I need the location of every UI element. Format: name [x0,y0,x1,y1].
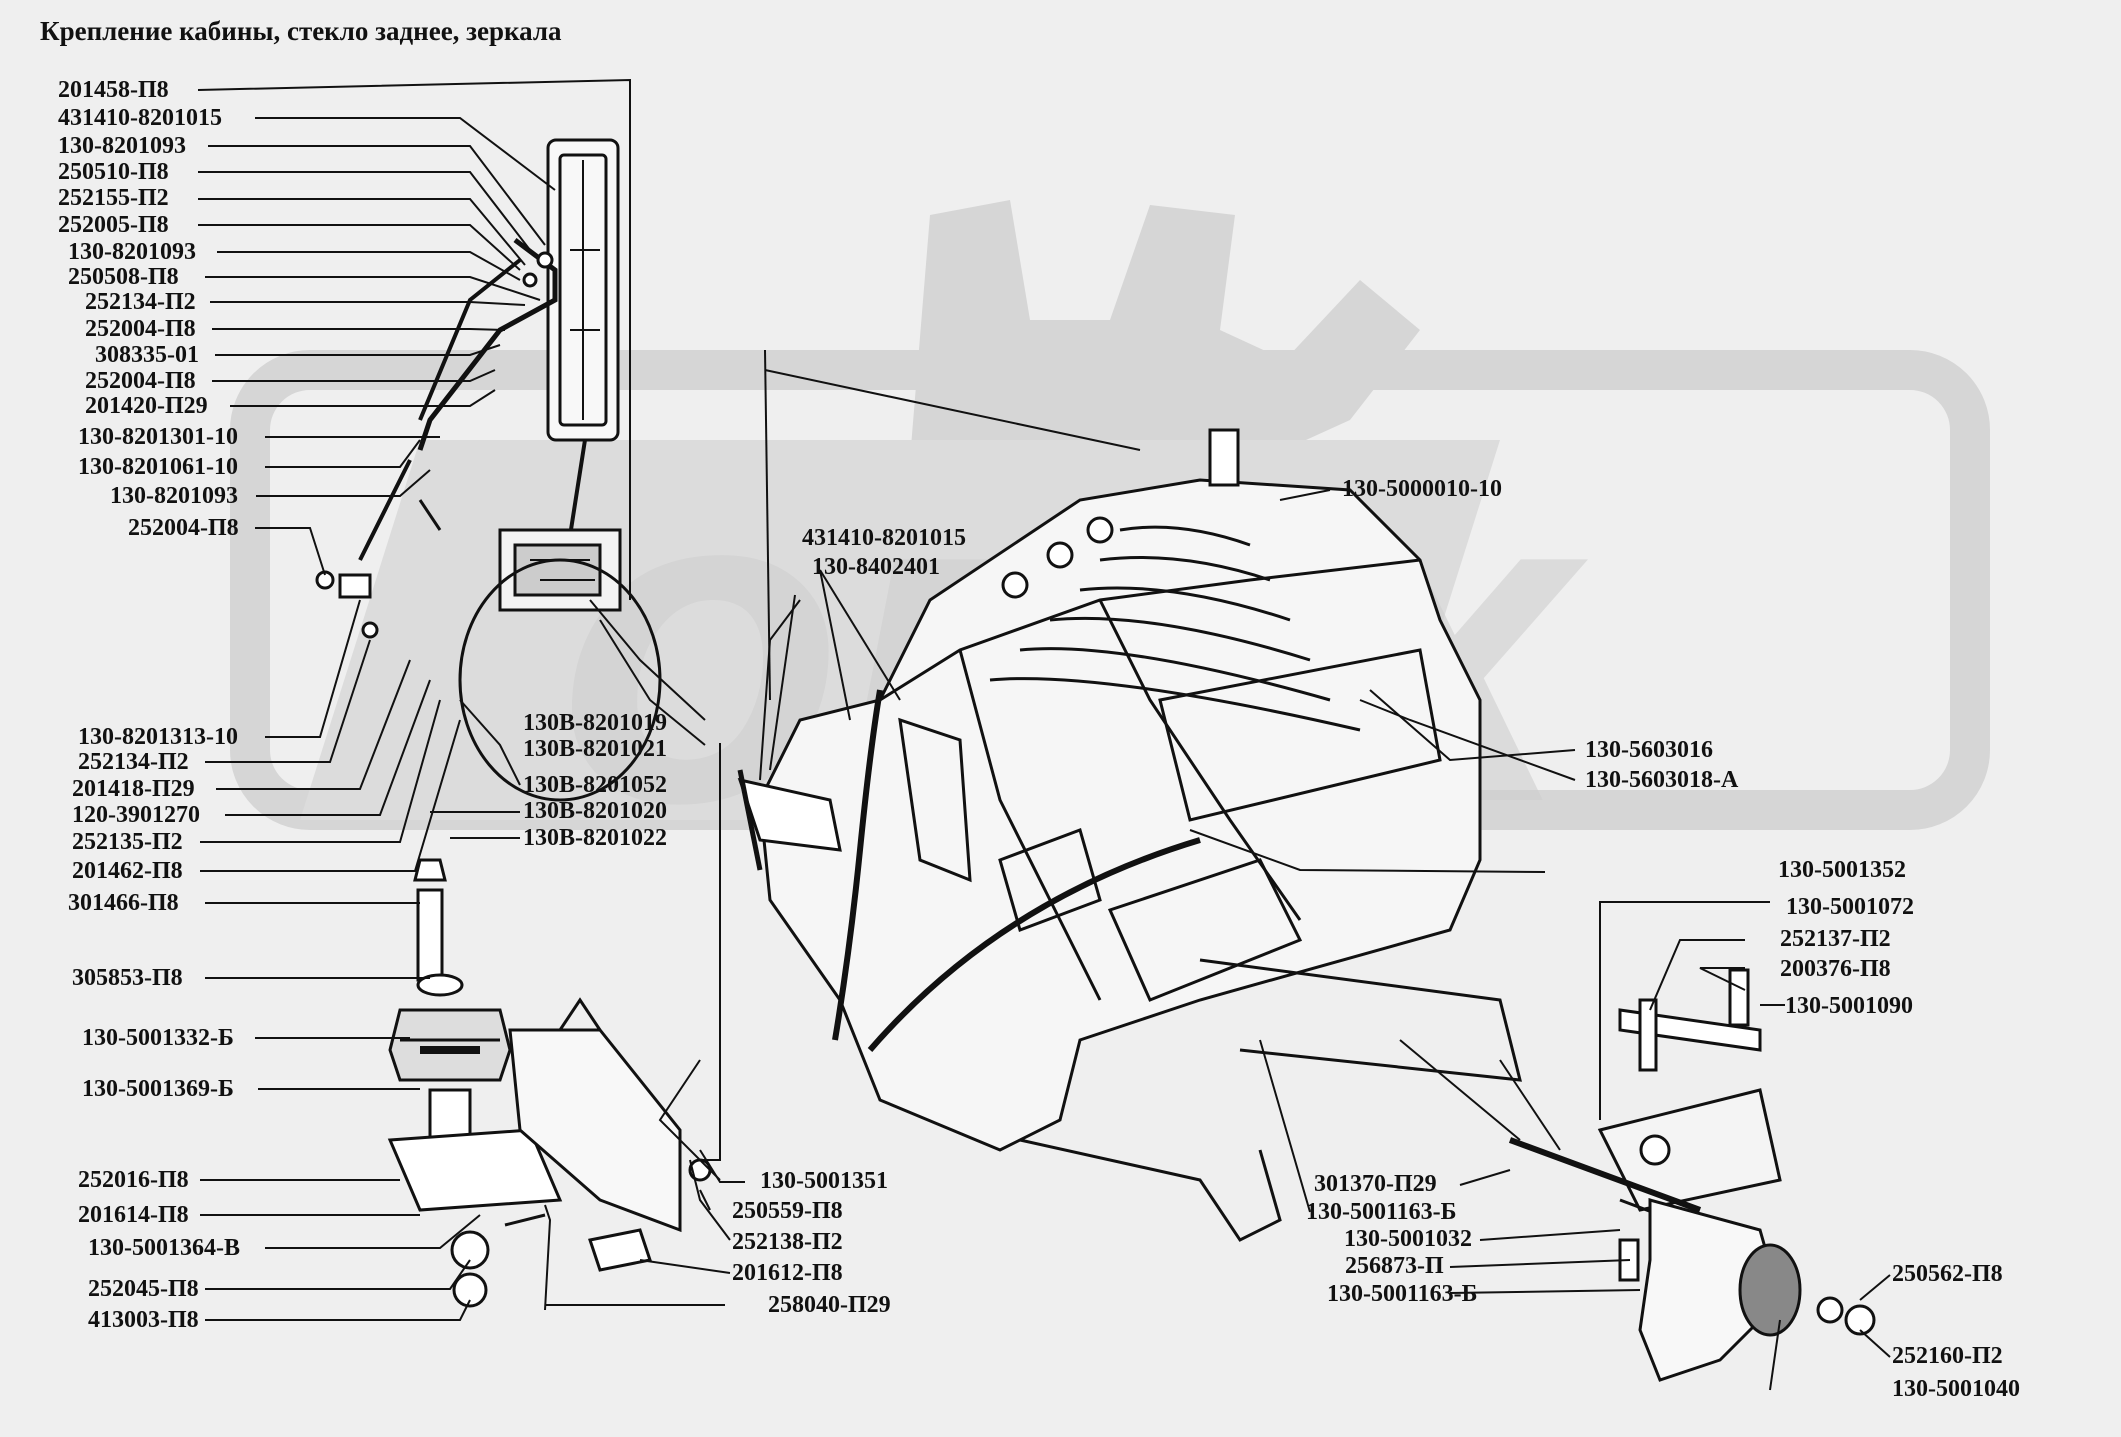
part-label: 130-8201093 [110,483,238,509]
part-label: 130-5001369-Б [82,1076,234,1102]
part-label: 201612-П8 [732,1260,843,1286]
part-label: 252004-П8 [128,515,239,541]
part-label: 130В-8201021 [523,736,667,762]
part-label: 130-8201061-10 [78,454,238,480]
part-label: 301370-П29 [1314,1171,1437,1197]
part-label: 130В-8201020 [523,798,667,824]
part-label: 301466-П8 [68,890,179,916]
seal-detail [458,528,662,802]
part-label: 252135-П2 [72,829,183,855]
part-label: 252004-П8 [85,368,196,394]
part-label: 201614-П8 [78,1202,189,1228]
part-label: 252134-П2 [85,289,196,315]
part-label: 252016-П8 [78,1167,189,1193]
cab-body [737,428,1522,1242]
part-label: 201462-П8 [72,858,183,884]
part-label: 130-5001163-Б [1327,1281,1478,1307]
part-label: 130-5001163-Б [1306,1199,1457,1225]
part-label: 252160-П2 [1892,1343,2003,1369]
part-label: 200376-П8 [1780,956,1891,982]
part-label: 308335-01 [95,342,199,368]
part-label: 130-8201301-10 [78,424,238,450]
part-label: 250559-П8 [732,1198,843,1224]
part-label: 252137-П2 [1780,926,1891,952]
part-label: 252045-П8 [88,1276,199,1302]
part-label: 258040-П29 [768,1292,891,1318]
part-label: 130-5603016 [1585,737,1713,763]
mirror-assembly [315,138,620,639]
part-label: 130-8201093 [58,133,186,159]
front-mount [387,858,712,1308]
part-label: 130В-8201019 [523,710,667,736]
part-label: 130-5001332-Б [82,1025,234,1051]
part-label: 130-5001032 [1344,1226,1472,1252]
rear-mount [1508,968,1876,1382]
part-label: 256873-П [1345,1253,1444,1279]
leader-lines [197,78,1891,1391]
part-label: 252134-П2 [78,749,189,775]
part-label: 130-5001352 [1778,857,1906,883]
part-label: 431410-8201015 [802,525,966,551]
part-label: 250510-П8 [58,159,169,185]
part-label: 252005-П8 [58,212,169,238]
part-label: 130-5001072 [1786,894,1914,920]
part-label: 130В-8201022 [523,825,667,851]
part-label: 413003-П8 [88,1307,199,1333]
part-label: 130-5001040 [1892,1376,2020,1402]
part-label: 252004-П8 [85,316,196,342]
part-label: 252155-П2 [58,185,169,211]
part-label: 130-5001364-В [88,1235,240,1261]
part-label: 130В-8201052 [523,772,667,798]
part-label: 201458-П8 [58,77,169,103]
part-label: 130-8402401 [812,554,940,580]
part-label: 305853-П8 [72,965,183,991]
part-label: 130-5001090 [1785,993,1913,1019]
part-label: 130-5603018-А [1585,767,1739,793]
part-label: 130-5001351 [760,1168,888,1194]
part-label: 201420-П29 [85,393,208,419]
part-label: 130-5000010-10 [1342,476,1502,502]
part-label: 130-8201313-10 [78,724,238,750]
part-label: 431410-8201015 [58,105,222,131]
part-label: 130-8201093 [68,239,196,265]
part-label: 250562-П8 [1892,1261,2003,1287]
part-label: 250508-П8 [68,264,179,290]
part-label: 201418-П29 [72,776,195,802]
part-label: 120-3901270 [72,802,200,828]
page-title: Крепление кабины, стекло заднее, зеркала [40,16,562,46]
part-label: 252138-П2 [732,1229,843,1255]
